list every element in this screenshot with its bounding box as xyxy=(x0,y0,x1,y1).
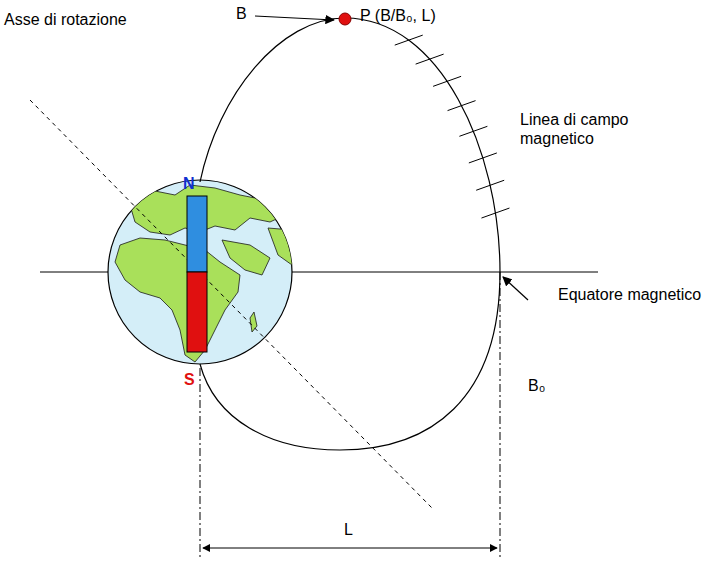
field-tick xyxy=(476,180,504,190)
dimension-label: L xyxy=(344,520,353,539)
field-tick xyxy=(459,126,487,136)
pole-label: S xyxy=(184,370,195,389)
point-label: P (B/B₀, L) xyxy=(360,6,436,25)
field-line-label: Linea di campo magnetico xyxy=(520,110,638,148)
islands xyxy=(108,198,124,216)
rotation-axis xyxy=(30,100,432,508)
magnet-south xyxy=(187,272,207,352)
point-label: B xyxy=(236,4,247,23)
field-line xyxy=(200,18,500,450)
field-tick xyxy=(448,101,476,111)
africa xyxy=(115,238,240,362)
field-ticks xyxy=(395,35,510,218)
globe xyxy=(108,180,292,364)
arabia xyxy=(222,240,270,275)
b-arrow xyxy=(255,16,334,20)
b0-arrow xyxy=(503,277,528,300)
point-p xyxy=(339,13,351,25)
asia xyxy=(268,228,300,265)
field-tick xyxy=(395,35,423,45)
dimension-line xyxy=(200,368,201,560)
axis-label: Asse di rotazione xyxy=(4,10,127,29)
field-tick xyxy=(481,208,509,218)
dimension-arrow xyxy=(203,548,497,549)
field-tick xyxy=(469,153,497,163)
pole-label: N xyxy=(183,174,195,193)
continents xyxy=(108,185,300,362)
field-tick xyxy=(416,54,444,64)
point-label: B₀ xyxy=(528,376,545,395)
equator-label: Equatore magnetico xyxy=(558,285,701,304)
magnet-north xyxy=(187,196,207,272)
dimension-line xyxy=(500,272,501,560)
field-tick xyxy=(433,76,461,86)
